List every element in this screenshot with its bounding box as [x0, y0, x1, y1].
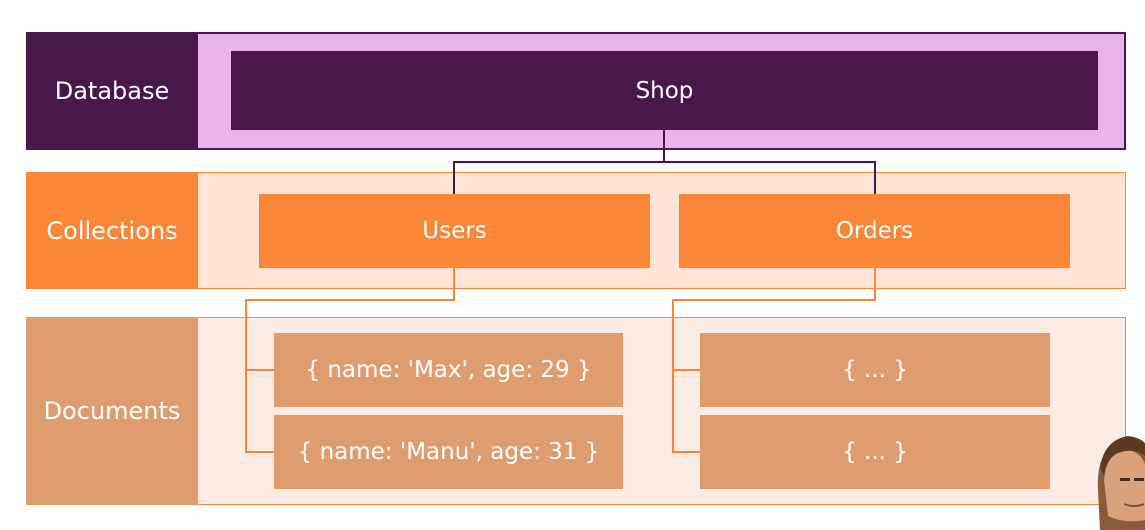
document-box-manu: { name: 'Manu', age: 31 } [274, 415, 623, 489]
presenter-photo [1097, 436, 1145, 530]
document-box-order-2: { ... } [700, 415, 1050, 489]
collection-box-orders: Orders [679, 194, 1070, 268]
database-row-label: Database [26, 32, 198, 150]
document-box-max: { name: 'Max', age: 29 } [274, 333, 623, 407]
document-box-order-1: { ... } [700, 333, 1050, 407]
collection-box-users: Users [259, 194, 650, 268]
database-box-shop: Shop [231, 51, 1098, 130]
documents-row-label: Documents [26, 317, 198, 505]
collections-row-label: Collections [26, 172, 198, 289]
